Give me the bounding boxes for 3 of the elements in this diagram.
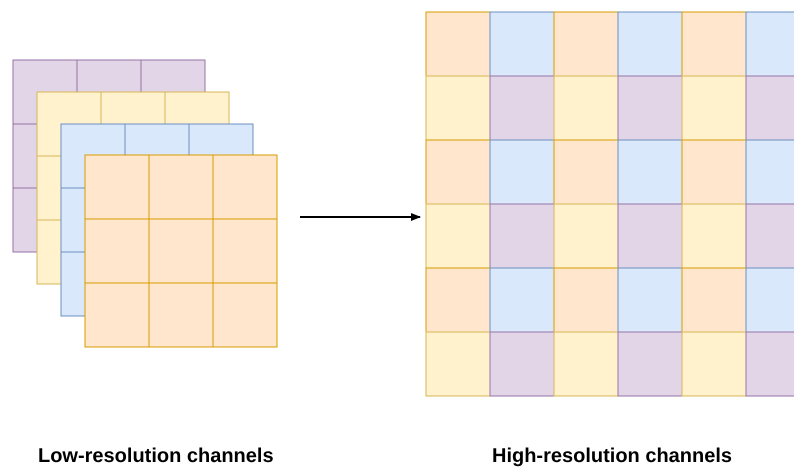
arrow — [300, 213, 421, 221]
node-label: Low-resolution channels — [38, 445, 274, 468]
node-label: High-resolution channels — [492, 445, 732, 468]
